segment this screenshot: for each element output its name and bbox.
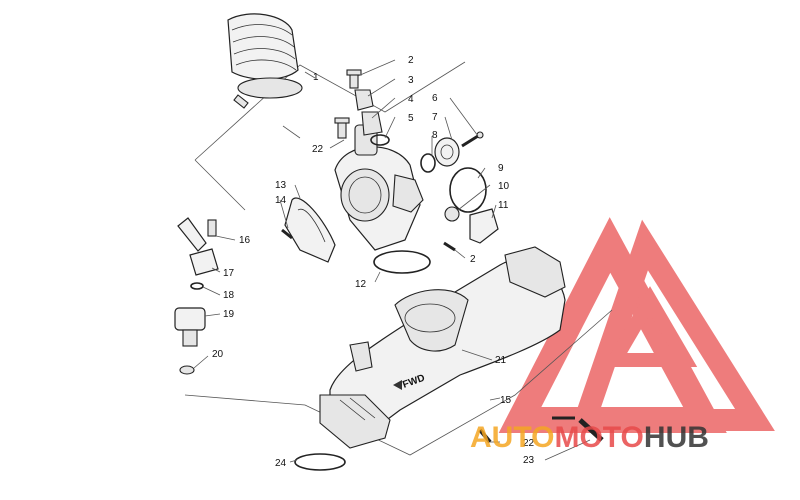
intake-manifold-part-21 [319,246,566,449]
oring-part-12 [373,250,431,274]
callout-12: 12 [355,279,367,290]
screw-part-14 [281,228,293,240]
callout-labels: 1 2 3 4 5 6 7 8 9 10 11 2 12 13 14 15 16… [212,55,535,469]
callout-17: 17 [223,268,235,279]
callout-6: 6 [432,93,438,104]
callout-5: 5 [408,113,414,124]
oring-part-10 [444,206,460,222]
watermark-moto: MOTO [554,421,643,454]
oring-part-24 [294,453,346,471]
intake-boot [227,13,303,109]
callout-16: 16 [239,235,251,246]
callout-7: 7 [432,112,438,123]
throttle-body [334,124,424,251]
callout-13: 13 [275,180,287,191]
screw-part-2-lower [443,241,456,252]
injector-part-19 [174,307,206,347]
callout-23: 23 [523,455,535,466]
fitting-part-16 [177,217,217,252]
callout-1: 1 [313,72,319,83]
callout-20: 20 [212,349,224,360]
connector-part-17 [189,248,219,276]
callout-19: 19 [223,309,235,320]
sensor-part-11 [469,208,499,244]
assembly-bracket-15 [184,309,613,456]
watermark-text: AUTOMOTOHUB [470,421,709,454]
callout-10: 10 [498,181,510,192]
svg-text:AUTOMOTOHUB: AUTOMOTOHUB [470,421,709,454]
callout-8: 8 [432,130,438,141]
callout-22a: 22 [312,144,324,155]
seal-part-20 [179,365,195,375]
pin-part-23 [552,416,604,442]
screw-part-6 [461,131,484,148]
sensor-part-4 [361,111,383,136]
callout-2b: 2 [470,254,476,265]
oring-part-5 [370,134,390,146]
gasket-part-13 [284,197,336,263]
callout-22b: 22 [523,438,535,449]
assembly-bracket-1 [194,61,466,211]
callout-11: 11 [498,200,509,211]
watermark-hub: HUB [644,421,709,454]
watermark-logo [498,217,775,433]
screw-part-22-bottom [478,428,492,444]
callout-21: 21 [495,355,507,366]
screw-part-22-top [334,117,350,139]
watermark-auto: AUTO [470,421,554,454]
callout-18: 18 [223,290,235,301]
valve-part-7 [434,137,460,167]
bracket-part-3 [354,89,374,111]
callout-4: 4 [408,94,414,105]
callout-14: 14 [275,195,287,206]
callout-2a: 2 [408,55,414,66]
callout-3: 3 [408,75,414,86]
oring-part-8 [420,153,436,173]
callout-9: 9 [498,163,504,174]
oring-part-9 [449,167,487,213]
screw-part-2-top [346,69,362,89]
callout-24: 24 [275,458,287,469]
callout-15: 15 [500,395,512,406]
leader-lines [193,59,591,463]
washer-part-18 [190,282,204,290]
